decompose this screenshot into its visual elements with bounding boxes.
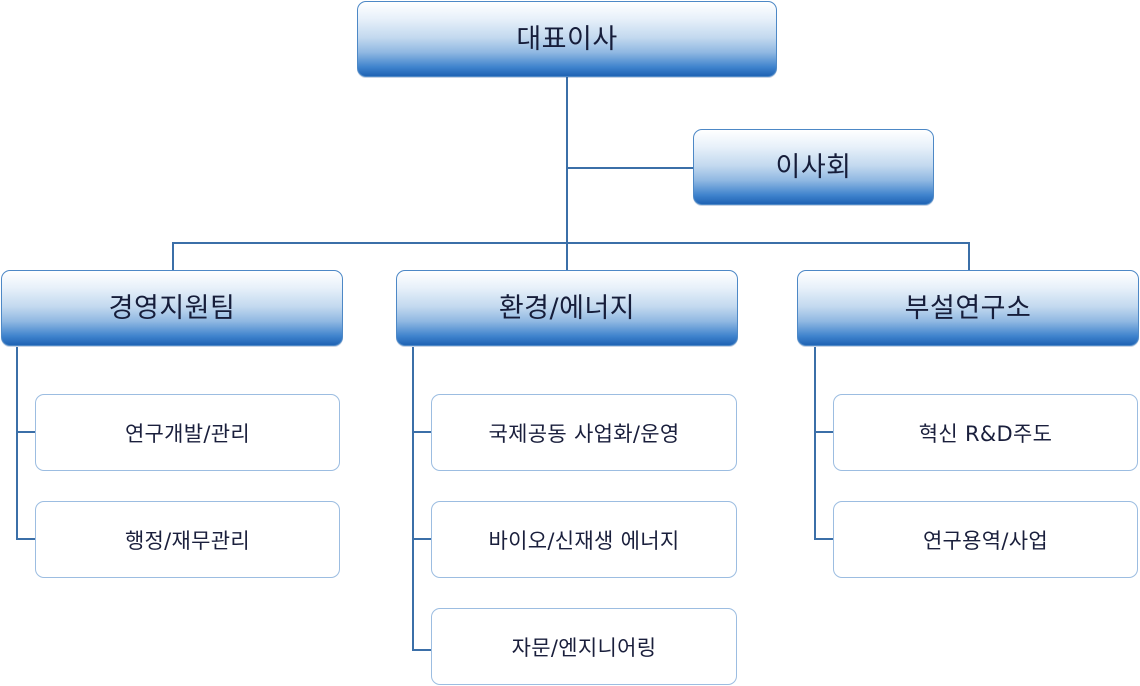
board-box: 이사회 [693, 129, 934, 205]
department-bus-line [172, 242, 970, 270]
department-label: 환경/에너지 [498, 292, 636, 324]
unit-box: 행정/재무관리 [35, 501, 340, 578]
unit-label: 혁신 R&D주도 [918, 421, 1053, 446]
unit-box: 자문/엔지니어링 [431, 608, 737, 685]
unit-box: 연구용역/사업 [833, 501, 1138, 578]
unit-label: 바이오/신재생 에너지 [488, 528, 680, 553]
ceo-label: 대표이사 [516, 23, 618, 55]
unit-box: 국제공동 사업화/운영 [431, 394, 737, 471]
board-label: 이사회 [775, 151, 852, 183]
department-box-management: 경영지원팀 [1, 270, 343, 346]
department-box-research: 부설연구소 [797, 270, 1139, 346]
department-box-environment: 환경/에너지 [396, 270, 738, 346]
unit-box: 혁신 R&D주도 [833, 394, 1138, 471]
unit-box: 연구개발/관리 [35, 394, 340, 471]
unit-label: 국제공동 사업화/운영 [488, 421, 680, 446]
unit-box: 바이오/신재생 에너지 [431, 501, 737, 578]
unit-label: 연구용역/사업 [922, 528, 1049, 553]
unit-label: 행정/재무관리 [124, 528, 251, 553]
management-unit-lines [16, 347, 35, 540]
department-label: 경영지원팀 [108, 292, 236, 324]
unit-label: 자문/엔지니어링 [511, 635, 657, 660]
environment-unit-lines [412, 347, 431, 651]
department-label: 부설연구소 [904, 292, 1032, 324]
ceo-box: 대표이사 [357, 1, 777, 77]
unit-label: 연구개발/관리 [124, 421, 251, 446]
research-unit-lines [814, 347, 833, 540]
